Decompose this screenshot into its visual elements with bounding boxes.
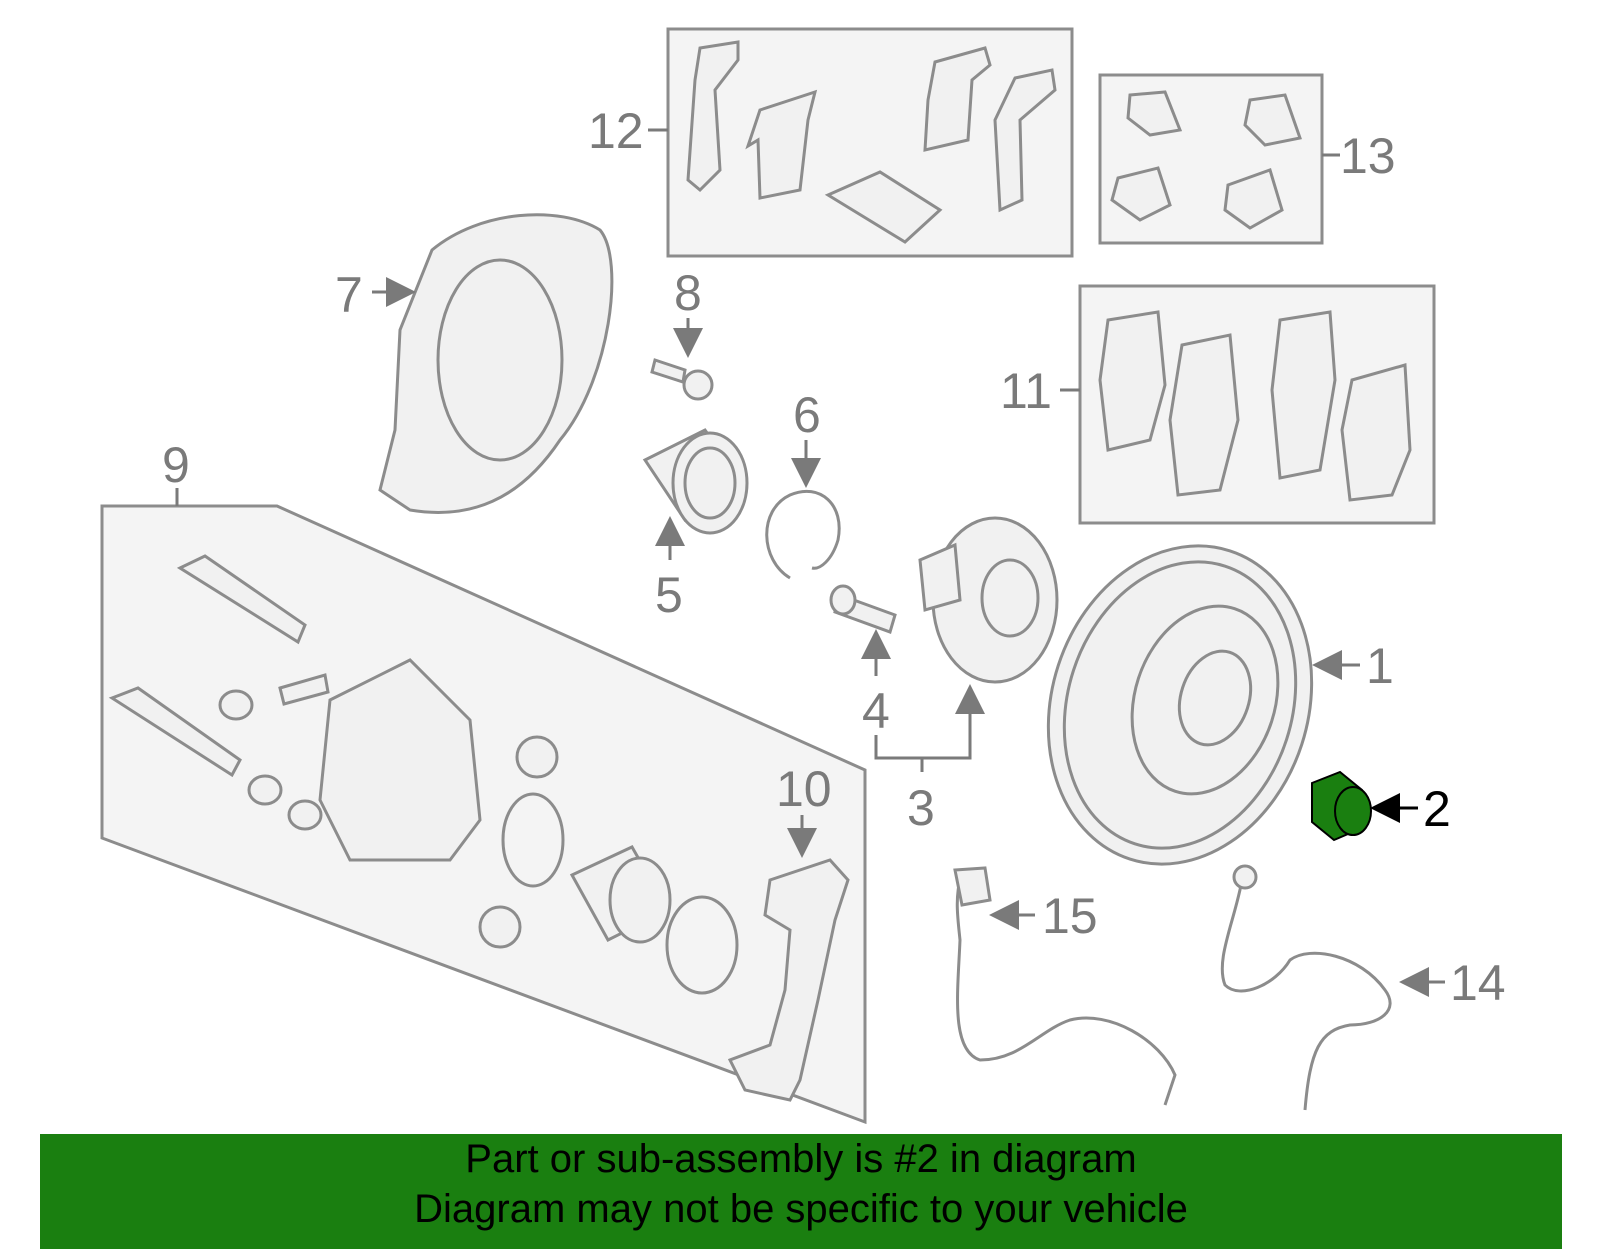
box-9-caliper-assembly xyxy=(100,504,867,1125)
callout-2: 2 xyxy=(1423,781,1451,837)
caliper-bracket xyxy=(727,858,850,1102)
snap-ring xyxy=(765,489,841,580)
footer-line-2: Diagram may not be specific to your vehi… xyxy=(414,1187,1188,1231)
callout-13: 13 xyxy=(1340,128,1396,184)
lug-nut-highlighted xyxy=(1311,770,1372,842)
footer-banner: Part or sub-assembly is #2 in diagram Di… xyxy=(40,1134,1562,1249)
bolt xyxy=(650,358,714,401)
dust-shield xyxy=(378,213,614,514)
box-11-brake-pad-set xyxy=(1078,284,1436,525)
callout-8: 8 xyxy=(674,265,702,321)
callout-7: 7 xyxy=(335,267,363,323)
brake-rotor xyxy=(1046,544,1314,866)
brake-hose xyxy=(1220,864,1392,1111)
callout-9: 9 xyxy=(162,437,190,493)
box-12-shim-kit xyxy=(666,27,1074,258)
callout-15: 15 xyxy=(1042,888,1098,944)
callout-11: 11 xyxy=(1000,363,1052,419)
callout-3: 3 xyxy=(907,780,935,836)
hub-bolt xyxy=(829,584,897,634)
wheel-hub xyxy=(918,516,1059,684)
callout-12: 12 xyxy=(588,103,644,159)
box-13-clip-kit xyxy=(1098,73,1324,245)
callout-14: 14 xyxy=(1450,955,1506,1011)
callout-10: 10 xyxy=(776,761,832,817)
callout-6: 6 xyxy=(793,387,821,443)
callout-5: 5 xyxy=(655,567,683,623)
wheel-bearing xyxy=(642,428,749,535)
callout-4: 4 xyxy=(862,683,890,739)
footer-line-1: Part or sub-assembly is #2 in diagram xyxy=(465,1137,1137,1181)
callout-1: 1 xyxy=(1366,638,1394,694)
